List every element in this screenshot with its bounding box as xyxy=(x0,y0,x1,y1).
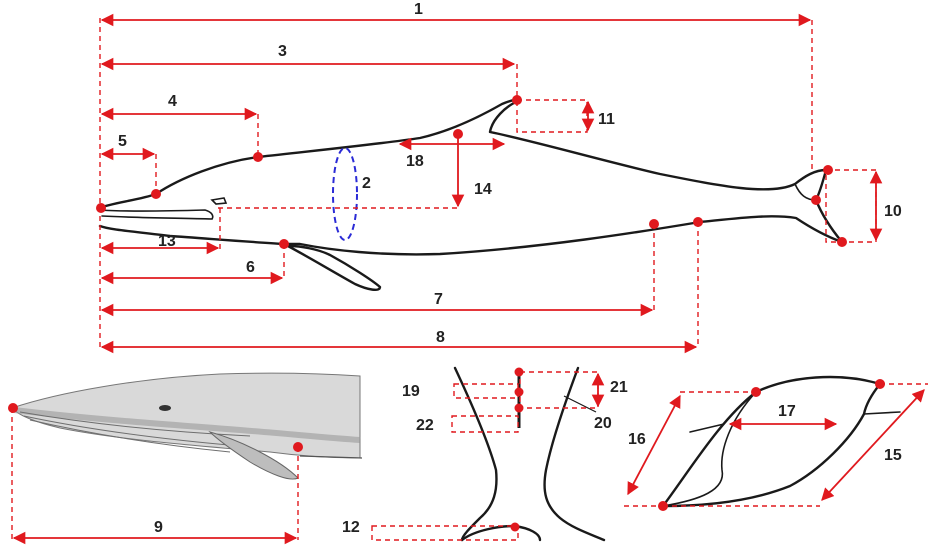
point-genital xyxy=(649,219,659,229)
label-18: 18 xyxy=(406,153,424,170)
point-snout xyxy=(96,203,106,213)
measure-11-box xyxy=(517,100,587,132)
point-head-flipper xyxy=(293,442,303,452)
tail-left-outline xyxy=(455,368,496,540)
fin-detail-view xyxy=(624,377,928,511)
label-20: 20 xyxy=(594,415,612,432)
point-tail-slit xyxy=(515,404,524,413)
point-dorsal-tip xyxy=(512,95,522,105)
point-flipper xyxy=(279,239,289,249)
point-fluke-notch xyxy=(811,195,821,205)
fin-outline xyxy=(663,377,880,506)
fin-notch xyxy=(864,412,900,414)
label-19: 19 xyxy=(402,383,420,400)
label-22: 22 xyxy=(416,417,434,434)
point-head-snout xyxy=(8,403,18,413)
label-17: 17 xyxy=(778,403,796,420)
label-3: 3 xyxy=(278,43,287,60)
label-1: 1 xyxy=(414,1,423,18)
point-dorsal-base xyxy=(453,129,463,139)
fin-leading-curve xyxy=(663,392,756,506)
point-fin-top-left xyxy=(751,387,761,397)
label-8: 8 xyxy=(436,329,445,346)
point-blowhole xyxy=(253,152,263,162)
head-photo-eye xyxy=(159,405,171,411)
label-7: 7 xyxy=(434,291,443,308)
label-10: 10 xyxy=(884,203,902,220)
measurement-labels: 1 2 3 4 5 6 7 8 9 10 11 12 13 14 15 16 1… xyxy=(118,1,902,536)
point-fin-bottom xyxy=(658,501,668,511)
point-fin-top-right xyxy=(875,379,885,389)
label-5: 5 xyxy=(118,133,127,150)
tail-right-outline xyxy=(545,368,604,540)
pectoral-flipper xyxy=(284,244,380,290)
measure-22-box xyxy=(452,416,518,432)
mouth-line xyxy=(100,210,213,219)
point-anus xyxy=(693,217,703,227)
label-6: 6 xyxy=(246,259,255,276)
label-12: 12 xyxy=(342,519,360,536)
point-tail-fluke xyxy=(511,523,520,532)
whale-lateral-view xyxy=(100,100,842,290)
point-fluke-bottom xyxy=(837,237,847,247)
label-14: 14 xyxy=(474,181,492,198)
label-11: 11 xyxy=(598,111,615,128)
label-16: 16 xyxy=(628,431,646,448)
point-fluke-top xyxy=(823,165,833,175)
label-2: 2 xyxy=(362,175,371,192)
whale-head-photo xyxy=(8,373,362,540)
eye-icon xyxy=(212,198,226,204)
tail-pointer-20 xyxy=(564,396,596,412)
label-15: 15 xyxy=(884,447,902,464)
point-tail-top xyxy=(515,368,524,377)
label-9: 9 xyxy=(154,519,163,536)
label-4: 4 xyxy=(168,93,177,110)
label-13: 13 xyxy=(158,233,176,250)
measure-15-arrow xyxy=(822,390,924,500)
girth-ellipse xyxy=(333,148,357,240)
label-21: 21 xyxy=(610,379,628,396)
measure-21-box xyxy=(520,372,598,408)
point-tail-mid xyxy=(515,388,524,397)
whale-body-outline xyxy=(100,100,842,255)
point-rostrum xyxy=(151,189,161,199)
tail-fluke-bottom xyxy=(462,526,540,540)
